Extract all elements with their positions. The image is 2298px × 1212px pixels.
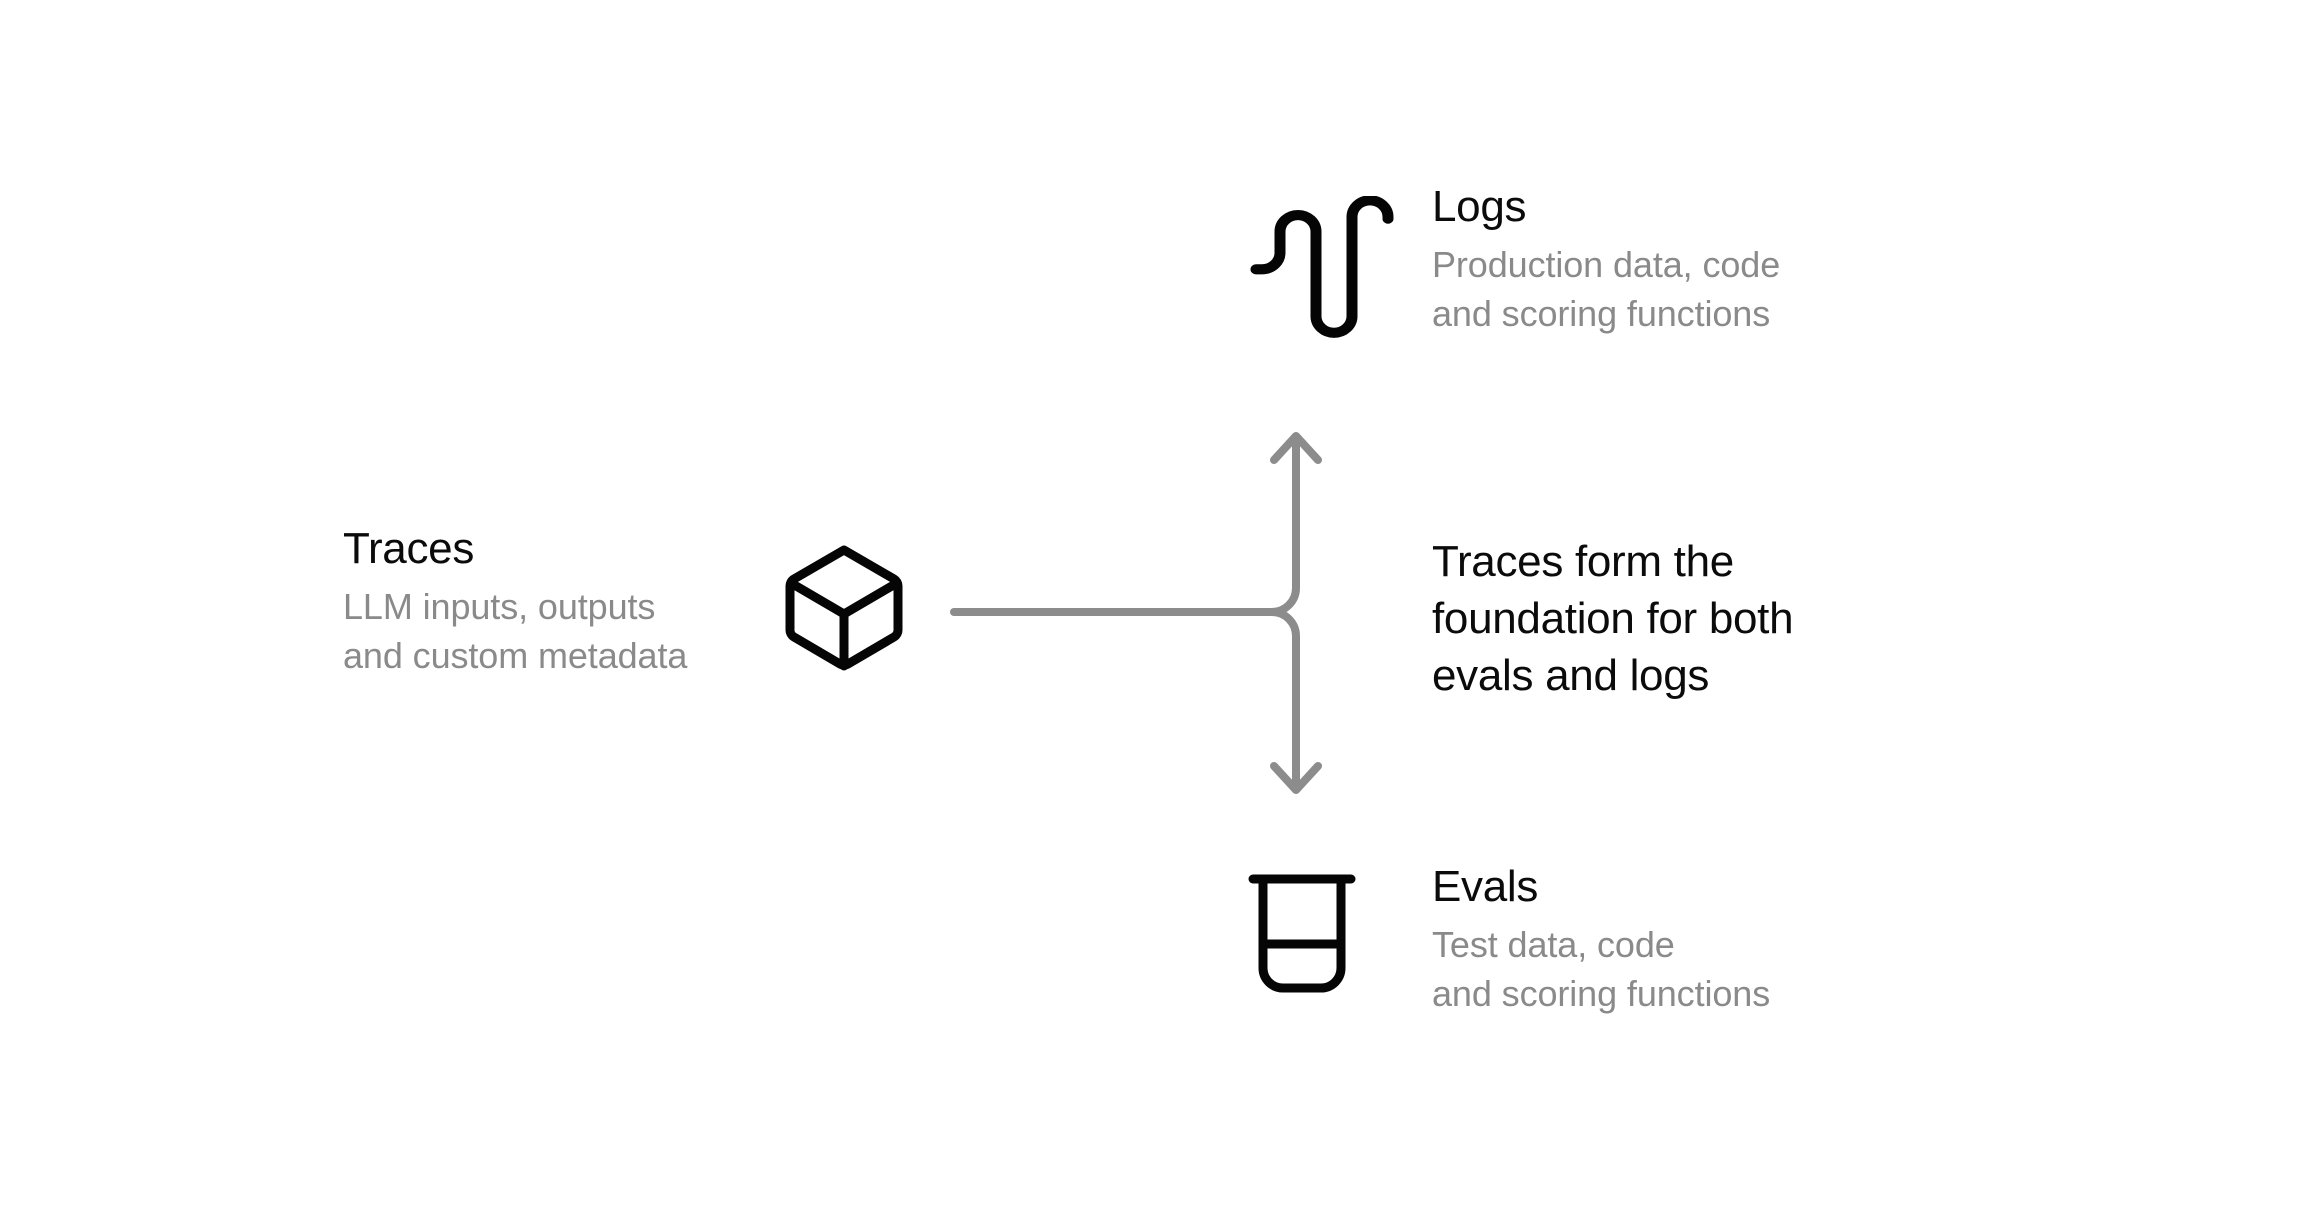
caption-line-1: Traces form the: [1432, 537, 1734, 586]
traces-subtitle-line-2: and custom metadata: [343, 635, 688, 677]
evals-text-block: Evals Test data, code and scoring functi…: [1432, 862, 1770, 1019]
traces-title: Traces: [343, 524, 475, 573]
traces-subtitle: LLM inputs, outputs and custom metadata: [343, 573, 687, 681]
caption-line-3: evals and logs: [1432, 650, 1710, 700]
logs-subtitle-line-2: and scoring functions: [1432, 293, 1771, 335]
beaker-icon: [1248, 868, 1368, 998]
caption-line-2: foundation for both: [1432, 593, 1794, 643]
evals-subtitle-line-1: Test data, code: [1432, 924, 1675, 966]
logs-subtitle: Production data, code and scoring functi…: [1432, 231, 1780, 339]
logs-subtitle-line-1: Production data, code: [1432, 244, 1781, 286]
evals-subtitle-line-2: and scoring functions: [1432, 973, 1771, 1015]
traces-text-block: Traces LLM inputs, outputs and custom me…: [343, 524, 687, 681]
evals-title: Evals: [1432, 862, 1539, 911]
logs-title: Logs: [1432, 182, 1527, 231]
split-arrow-connector: [950, 420, 1330, 810]
cube-icon: [782, 544, 906, 672]
waveform-icon: [1248, 196, 1398, 348]
evals-subtitle: Test data, code and scoring functions: [1432, 911, 1770, 1019]
traces-subtitle-line-1: LLM inputs, outputs: [343, 586, 656, 628]
caption-text-block: Traces form the foundation for both eval…: [1432, 534, 1794, 704]
logs-text-block: Logs Production data, code and scoring f…: [1432, 182, 1780, 339]
